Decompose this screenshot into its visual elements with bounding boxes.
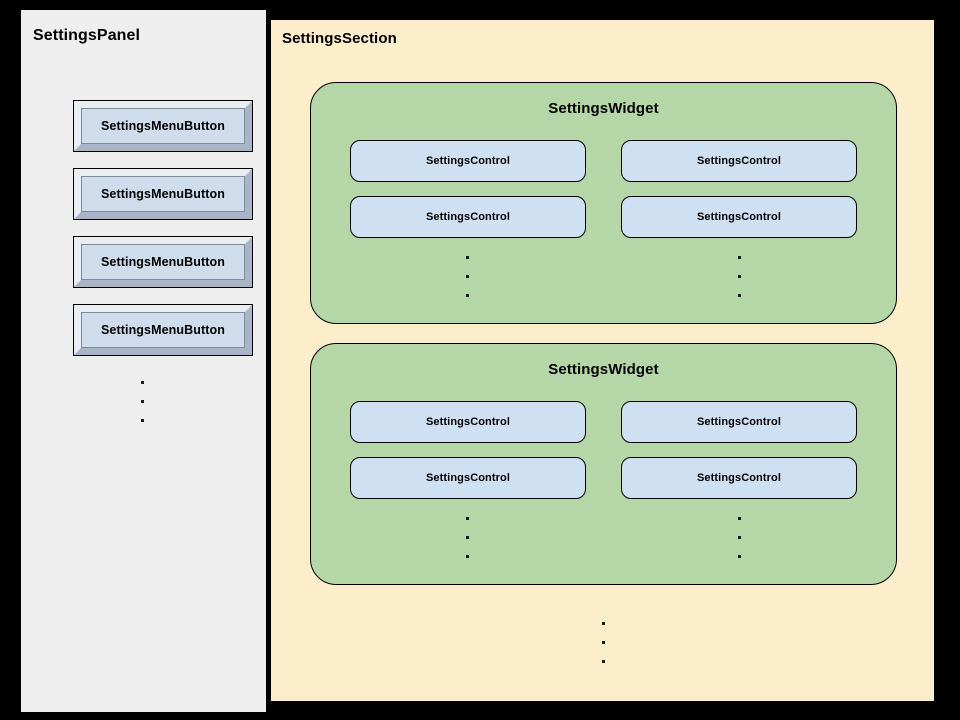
- ellipsis-dot: [141, 419, 144, 422]
- settings-control-label: SettingsControl: [426, 416, 510, 428]
- ellipsis-dot: [466, 256, 469, 259]
- settings-menu-button-label: SettingsMenuButton: [100, 323, 225, 337]
- settings-control[interactable]: SettingsControl: [350, 401, 586, 443]
- ellipsis-dot: [466, 517, 469, 520]
- settings-menu-button-1[interactable]: SettingsMenuButton: [73, 100, 253, 152]
- widget-ellipsis-left: [466, 256, 469, 297]
- settings-section: SettingsSection SettingsWidget SettingsC…: [270, 19, 935, 702]
- section-ellipsis: [602, 622, 605, 663]
- settings-section-title: SettingsSection: [282, 30, 397, 47]
- settings-control[interactable]: SettingsControl: [350, 196, 586, 238]
- settings-menu-button-label: SettingsMenuButton: [100, 187, 225, 201]
- ellipsis-dot: [141, 400, 144, 403]
- button-face: SettingsMenuButton: [81, 108, 245, 144]
- ellipsis-dot: [738, 555, 741, 558]
- settings-menu-button-label: SettingsMenuButton: [100, 119, 225, 133]
- ellipsis-dot: [602, 622, 605, 625]
- settings-widget-2: SettingsWidget SettingsControl SettingsC…: [310, 343, 897, 585]
- settings-control-label: SettingsControl: [426, 155, 510, 167]
- settings-control-label: SettingsControl: [697, 155, 781, 167]
- panel-ellipsis: [141, 381, 144, 422]
- settings-menu-button-2[interactable]: SettingsMenuButton: [73, 168, 253, 220]
- ellipsis-dot: [466, 536, 469, 539]
- ellipsis-dot: [141, 381, 144, 384]
- settings-control[interactable]: SettingsControl: [621, 457, 857, 499]
- settings-widget-title: SettingsWidget: [548, 361, 659, 378]
- ellipsis-dot: [738, 517, 741, 520]
- settings-menu-button-label: SettingsMenuButton: [100, 255, 225, 269]
- ellipsis-dot: [738, 536, 741, 539]
- ellipsis-dot: [466, 294, 469, 297]
- ellipsis-dot: [466, 555, 469, 558]
- ellipsis-dot: [738, 294, 741, 297]
- settings-control-label: SettingsControl: [697, 472, 781, 484]
- settings-control-grid: SettingsControl SettingsControl Settings…: [350, 140, 857, 238]
- settings-control-label: SettingsControl: [697, 416, 781, 428]
- settings-menu-button-3[interactable]: SettingsMenuButton: [73, 236, 253, 288]
- ellipsis-dot: [738, 275, 741, 278]
- settings-control-grid: SettingsControl SettingsControl Settings…: [350, 401, 857, 499]
- widget-ellipsis-right: [738, 517, 741, 558]
- settings-control[interactable]: SettingsControl: [350, 140, 586, 182]
- widget-ellipsis-left: [466, 517, 469, 558]
- button-face: SettingsMenuButton: [81, 176, 245, 212]
- settings-widget-title: SettingsWidget: [548, 100, 659, 117]
- settings-control-label: SettingsControl: [426, 211, 510, 223]
- settings-control-label: SettingsControl: [426, 472, 510, 484]
- settings-menu-button-4[interactable]: SettingsMenuButton: [73, 304, 253, 356]
- settings-control[interactable]: SettingsControl: [621, 196, 857, 238]
- settings-control[interactable]: SettingsControl: [350, 457, 586, 499]
- button-face: SettingsMenuButton: [81, 244, 245, 280]
- settings-control[interactable]: SettingsControl: [621, 401, 857, 443]
- settings-widget-1: SettingsWidget SettingsControl SettingsC…: [310, 82, 897, 324]
- settings-control[interactable]: SettingsControl: [621, 140, 857, 182]
- ellipsis-dot: [602, 641, 605, 644]
- ellipsis-dot: [738, 256, 741, 259]
- settings-panel: SettingsPanel SettingsMenuButton Setting…: [21, 10, 266, 712]
- settings-panel-title: SettingsPanel: [33, 27, 141, 44]
- widget-ellipsis-right: [738, 256, 741, 297]
- ellipsis-dot: [466, 275, 469, 278]
- settings-control-label: SettingsControl: [697, 211, 781, 223]
- button-face: SettingsMenuButton: [81, 312, 245, 348]
- ellipsis-dot: [602, 660, 605, 663]
